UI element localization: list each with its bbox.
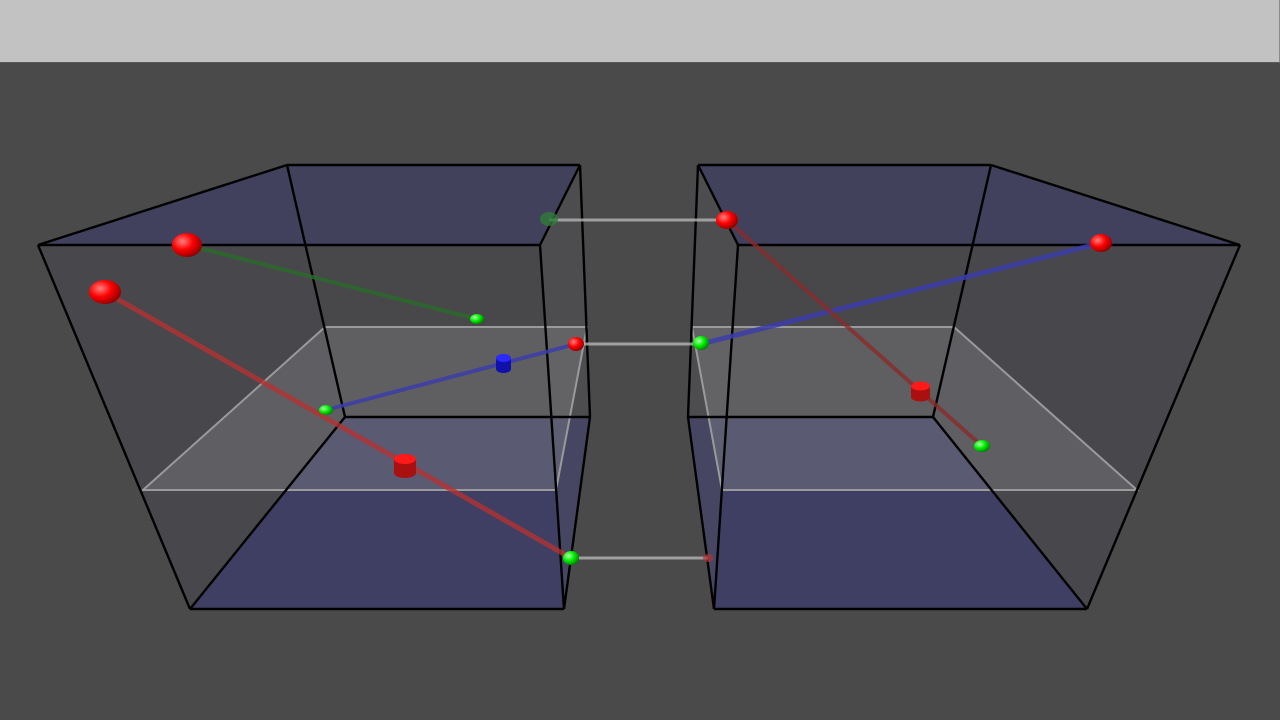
left-green-segment [185, 243, 479, 321]
cylinder-marker-icon[interactable] [496, 354, 511, 373]
right-box-left-face [688, 165, 738, 609]
left-box-back-face [287, 165, 590, 417]
left-box-edges [36, 163, 592, 611]
right-box-top-face [698, 165, 1240, 245]
cylinder-marker-icon[interactable] [911, 381, 930, 402]
sphere-marker-icon[interactable] [319, 405, 333, 415]
box-links [549, 218, 727, 560]
sphere-marker-icon[interactable] [568, 337, 584, 351]
right-box-bottom-face [688, 417, 1087, 609]
sphere-marker-icon[interactable] [703, 554, 713, 562]
left-segments [102, 243, 578, 561]
right-segments [698, 218, 1104, 448]
right-red-segment [725, 218, 984, 448]
sphere-marker-icon[interactable] [693, 336, 709, 350]
left-red-segment [102, 289, 574, 561]
right-box [686, 163, 1242, 611]
right-blue-segment [698, 240, 1104, 347]
sphere-marker-icon[interactable] [974, 440, 990, 452]
left-blue-segment [324, 342, 578, 412]
sphere-marker-icon[interactable] [540, 212, 558, 226]
right-box-back-face [688, 165, 991, 417]
sphere-marker-icon[interactable] [716, 211, 738, 229]
sphere-marker-icon[interactable] [1090, 234, 1112, 252]
sphere-marker-icon[interactable] [172, 233, 202, 257]
top-toolbar [0, 0, 1280, 63]
sphere-marker-icon[interactable] [563, 551, 579, 565]
sphere-marker-icon[interactable] [89, 280, 121, 304]
left-box-bottom-face [190, 417, 590, 609]
left-box-right-face [540, 165, 590, 609]
left-box-top-face [38, 165, 580, 245]
right-box-edges [686, 163, 1242, 611]
sphere-marker-icon[interactable] [470, 314, 484, 324]
left-box [36, 163, 592, 611]
cylinder-marker-icon[interactable] [394, 454, 416, 478]
right-box-right-face [933, 165, 1240, 609]
left-box-left-face [38, 165, 345, 609]
